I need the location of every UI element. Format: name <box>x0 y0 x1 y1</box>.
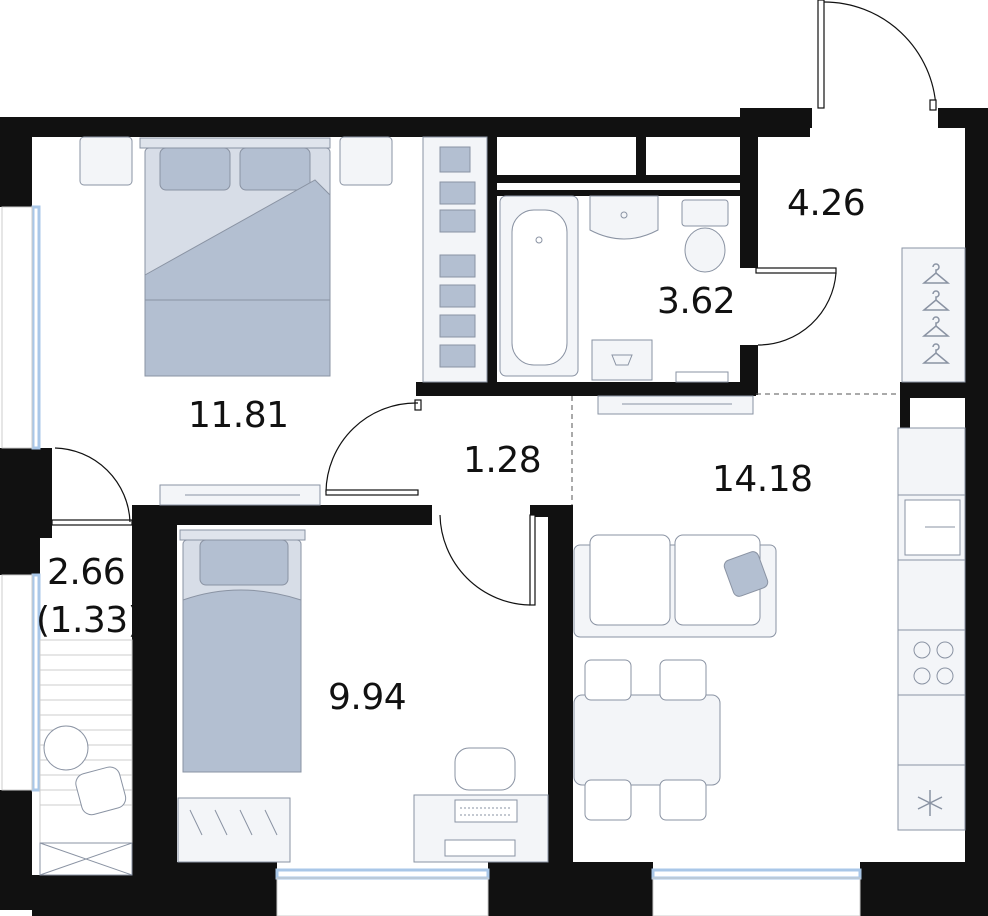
room-area-balcony-reduced: (1.33) <box>36 600 142 641</box>
room-area-entrance-hall: 4.26 <box>787 183 866 224</box>
chair-icon <box>454 747 516 791</box>
dining-table-icon <box>573 659 721 821</box>
room-area-bedroom: 11.81 <box>188 395 289 436</box>
sink-icon <box>589 195 659 240</box>
washing-machine-icon <box>591 339 653 381</box>
room-area-balcony: 2.66 <box>47 552 126 593</box>
bed-icon <box>139 137 331 377</box>
wardrobe-icon <box>422 136 488 383</box>
keyboard-icon <box>454 799 518 823</box>
nightstand-right <box>339 136 393 186</box>
hanger-icon <box>901 247 966 383</box>
stove-icon <box>913 641 954 685</box>
sofa-icon <box>573 534 777 638</box>
room-area-corridor: 1.28 <box>463 440 542 481</box>
room-area-second-bedroom: 9.94 <box>328 677 407 718</box>
nightstand-left <box>79 136 133 186</box>
walls <box>0 108 988 916</box>
room-area-kitchen-living: 14.18 <box>712 459 813 500</box>
room-area-bathroom: 3.62 <box>657 281 736 322</box>
doors <box>51 0 937 606</box>
toilet-icon <box>681 199 729 273</box>
balcony-floor <box>39 639 133 876</box>
kitchen-counter <box>897 427 966 831</box>
zone-divider <box>571 393 900 505</box>
kitchen-sink-icon <box>904 499 961 556</box>
bedroom-shelf <box>159 484 321 506</box>
bed-icon <box>179 529 306 773</box>
bathtub-icon <box>499 195 579 377</box>
wardrobe-icon <box>177 797 291 863</box>
fridge-icon <box>917 790 943 816</box>
towel-rail <box>675 371 729 383</box>
hall-shelf <box>597 395 754 415</box>
